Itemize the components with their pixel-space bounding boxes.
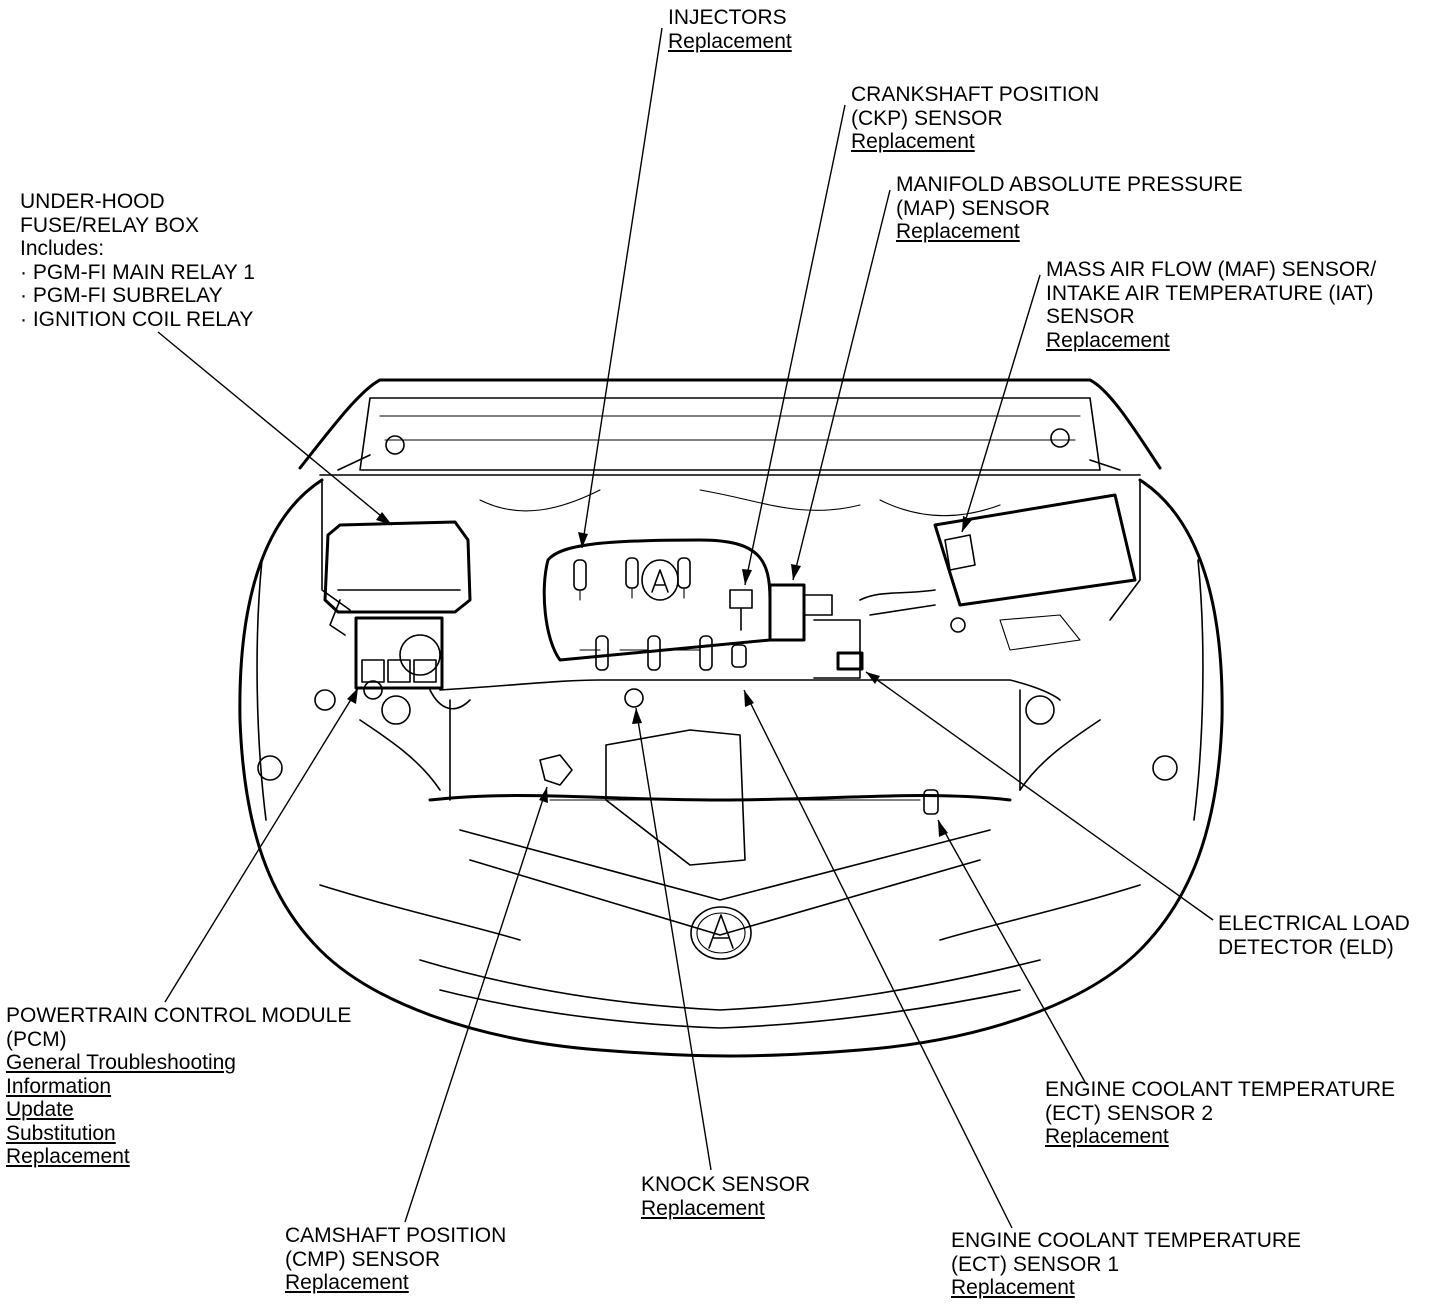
engine-cover [542,538,772,671]
pcm-unit [354,616,471,710]
air-box [859,493,1137,651]
pcm-title-line-2: (PCM) [6,1027,67,1051]
leader-eld [865,671,1214,921]
fusebox-item-ignition-coil-relay: · IGNITION COIL RELAY [20,307,254,331]
pcm-title-line-1: POWERTRAIN CONTROL MODULE [6,1004,352,1027]
arrowhead [578,532,588,548]
pcm-update-link[interactable]: Update [6,1098,74,1121]
fusebox-title-line-2: FUSE/RELAY BOX [20,213,199,237]
eld-title-line-2: DETECTOR (ELD) [1218,935,1394,959]
maf-title-line-2: INTAKE AIR TEMPERATURE (IAT) [1046,281,1374,305]
maf-title-line-3: SENSOR [1046,305,1135,328]
leader-pcm [164,687,359,1003]
arrowhead [632,708,642,724]
callout-ckp-sensor: CRANKSHAFT POSITION (CKP) SENSOR Replace… [851,83,1099,154]
pcm-replacement-link[interactable]: Replacement [6,1145,130,1168]
arrowhead [376,512,392,525]
ckp-title-line-1: CRANKSHAFT POSITION [851,83,1100,106]
leader-injectors [581,27,663,549]
leader-cmp [404,786,548,1223]
map-title-line-2: (MAP) SENSOR [896,196,1051,220]
raised-hood [298,378,1162,476]
leader-ect1 [743,689,1013,1229]
callout-injectors: INJECTORS Replacement [668,6,792,53]
injectors-replacement-link[interactable]: Replacement [668,29,792,53]
callout-cmp-sensor: CAMSHAFT POSITION (CMP) SENSOR Replaceme… [285,1224,506,1295]
acura-logo-icon [690,906,752,960]
cmp-replacement-link[interactable]: Replacement [285,1271,409,1294]
ckp-map-area [729,583,861,679]
ect1-replacement-link[interactable]: Replacement [951,1276,1075,1299]
arrowhead [742,569,752,585]
cmp-title-line-2: (CMP) SENSOR [285,1247,441,1271]
injectors-title: INJECTORS [668,6,787,29]
leader-map [792,189,891,581]
ect2-replacement-link[interactable]: Replacement [1045,1125,1169,1148]
fusebox-title-line-1: UNDER-HOOD [20,190,165,213]
arrowhead [866,672,880,684]
knock-title: KNOCK SENSOR [641,1173,811,1196]
front-fascia [319,719,1141,1029]
pcm-general-troubleshooting-link[interactable]: General Troubleshooting [6,1051,236,1074]
ect1-title-line-1: ENGINE COOLANT TEMPERATURE [951,1229,1302,1252]
radiator-support [257,688,1178,866]
ect2-title-line-1: ENGINE COOLANT TEMPERATURE [1045,1078,1396,1101]
map-title-line-1: MANIFOLD ABSOLUTE PRESSURE [896,173,1243,196]
callout-ect-sensor-1: ENGINE COOLANT TEMPERATURE (ECT) SENSOR … [951,1229,1301,1300]
leader-ckp [744,104,846,586]
injector-row-upper [573,557,691,601]
cmp-title-line-1: CAMSHAFT POSITION [285,1224,507,1247]
fusebox-item-subrelay: · PGM-FI SUBRELAY [20,284,223,307]
callout-maf-iat-sensor: MASS AIR FLOW (MAF) SENSOR/ INTAKE AIR T… [1046,258,1376,352]
leader-ect2 [937,819,1086,1083]
callout-pcm: POWERTRAIN CONTROL MODULE (PCM) General … [6,1004,351,1169]
arrowhead [347,688,358,704]
callout-eld: ELECTRICAL LOAD DETECTOR (ELD) [1218,912,1410,959]
fuse-relay-box [323,520,472,636]
leader-lines [157,27,1214,1229]
leader-fusebox [157,331,393,526]
pcm-substitution-link[interactable]: Substitution [6,1121,116,1145]
pcm-information-link[interactable]: Information [6,1074,112,1098]
leader-knock [635,707,712,1171]
arrowhead [539,787,548,803]
map-replacement-link[interactable]: Replacement [896,220,1020,243]
arrowhead [791,564,801,580]
callout-fuse-relay-box: UNDER-HOOD FUSE/RELAY BOX Includes: · PG… [20,190,255,331]
engine-compartment [321,479,1141,801]
maf-title-line-1: MASS AIR FLOW (MAF) SENSOR/ [1046,258,1377,281]
ect1-title-line-2: (ECT) SENSOR 1 [951,1252,1120,1276]
arrowhead [962,516,972,532]
ckp-title-line-2: (CKP) SENSOR [851,106,1003,130]
ect2-title-line-2: (ECT) SENSOR 2 [1045,1101,1214,1125]
ckp-replacement-link[interactable]: Replacement [851,130,975,153]
maf-replacement-link[interactable]: Replacement [1046,328,1170,352]
fusebox-item-main-relay: · PGM-FI MAIN RELAY 1 [20,260,255,284]
eld-unit [836,651,864,671]
eld-title-line-1: ELECTRICAL LOAD [1218,912,1410,935]
callout-knock-sensor: KNOCK SENSOR Replacement [641,1173,810,1220]
arrowhead [938,820,948,837]
injector-row-lower [579,635,713,671]
callout-map-sensor: MANIFOLD ABSOLUTE PRESSURE (MAP) SENSOR … [896,173,1243,244]
knock-replacement-link[interactable]: Replacement [641,1196,765,1220]
arrowhead [744,690,754,707]
callout-ect-sensor-2: ENGINE COOLANT TEMPERATURE (ECT) SENSOR … [1045,1078,1395,1149]
leader-arrowheads [347,512,972,837]
leader-maf [961,274,1041,533]
fusebox-includes-label: Includes: [20,237,105,260]
vehicle-body-outline [238,478,1224,1058]
